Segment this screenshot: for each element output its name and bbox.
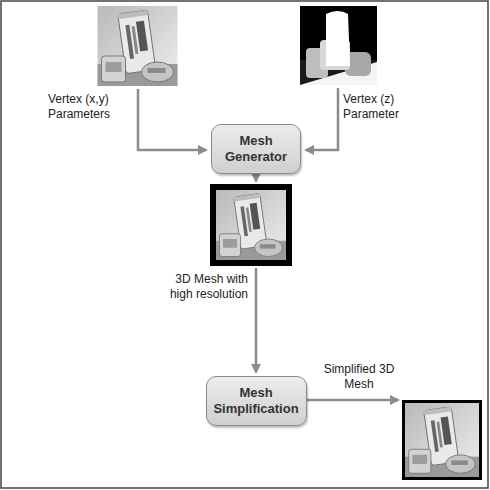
flow-label: Vertex (x,y) Parameters [48, 92, 134, 122]
box-title: Mesh Generator [218, 133, 294, 165]
flow-arrow [255, 175, 258, 181]
depth-map [300, 6, 377, 85]
process-box: Mesh Simplification [206, 376, 307, 426]
flow-arrow [255, 268, 258, 372]
flow-arrow [307, 399, 399, 402]
flow-label: Vertex (z) Parameter [343, 92, 429, 122]
color-photo [98, 6, 178, 86]
process-box: Mesh Generator [211, 124, 301, 174]
box-title: Mesh Simplification [213, 385, 300, 417]
simplified-mesh-render [402, 400, 482, 480]
input-arrow [138, 89, 206, 150]
flow-label: Simplified 3D Mesh [316, 362, 402, 392]
flow-label: 3D Mesh with high resolution [158, 272, 248, 302]
mesh-render [210, 184, 292, 266]
input-arrow [306, 88, 338, 150]
